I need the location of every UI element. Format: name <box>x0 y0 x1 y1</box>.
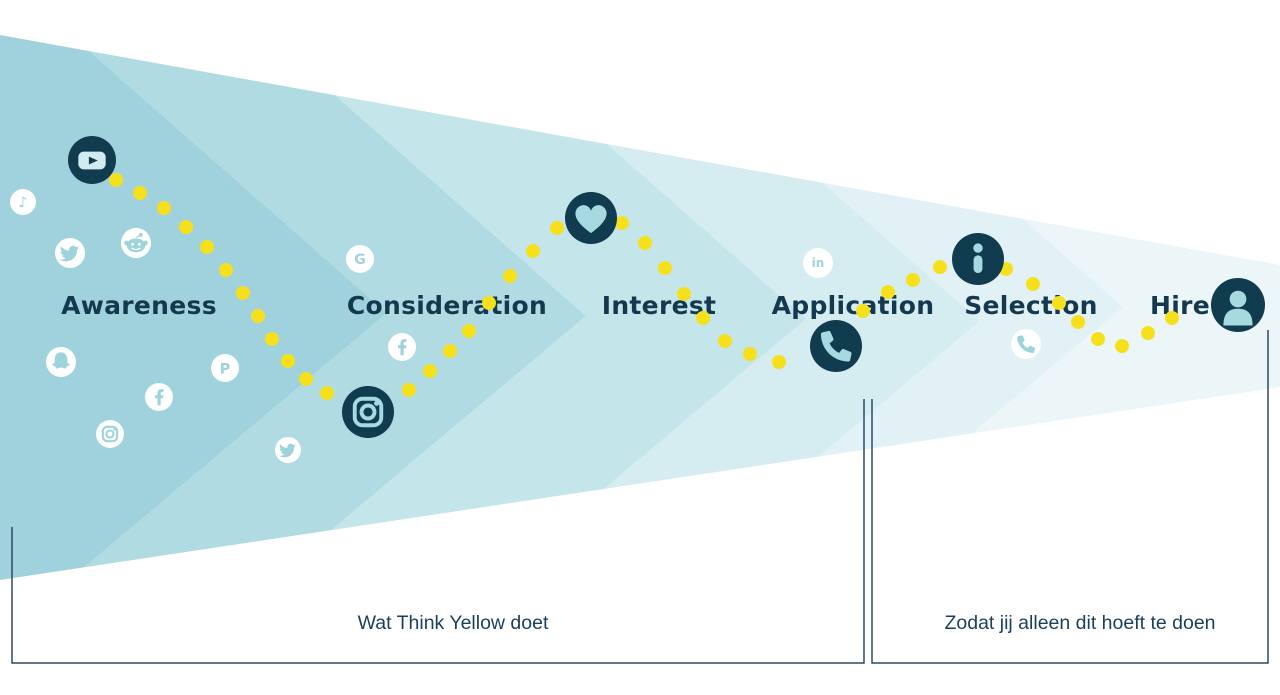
google-icon: G <box>346 245 374 273</box>
svg-text:♪: ♪ <box>18 195 27 211</box>
phone-selection-icon <box>1011 329 1041 359</box>
facebook-icon <box>145 383 173 411</box>
pinterest-icon: P <box>211 354 239 382</box>
twitter-icon <box>55 238 85 268</box>
linkedin-icon: in <box>803 248 833 278</box>
svg-text:in: in <box>812 256 825 270</box>
person-hire-icon <box>1211 278 1265 332</box>
svg-text:P: P <box>220 360 231 377</box>
snapchat-icon <box>46 347 76 377</box>
heart-icon <box>565 192 617 244</box>
instagram-big-icon <box>342 386 394 438</box>
phone-application-icon <box>810 320 862 372</box>
reddit-icon <box>121 228 151 258</box>
instagram-small-icon <box>96 420 124 448</box>
facebook-mid-icon <box>388 333 416 361</box>
info-icon <box>952 233 1004 285</box>
youtube-icon <box>68 136 116 184</box>
tiktok-icon: ♪ <box>10 189 36 215</box>
svg-text:G: G <box>354 252 366 268</box>
twitter-small-icon <box>275 437 301 463</box>
